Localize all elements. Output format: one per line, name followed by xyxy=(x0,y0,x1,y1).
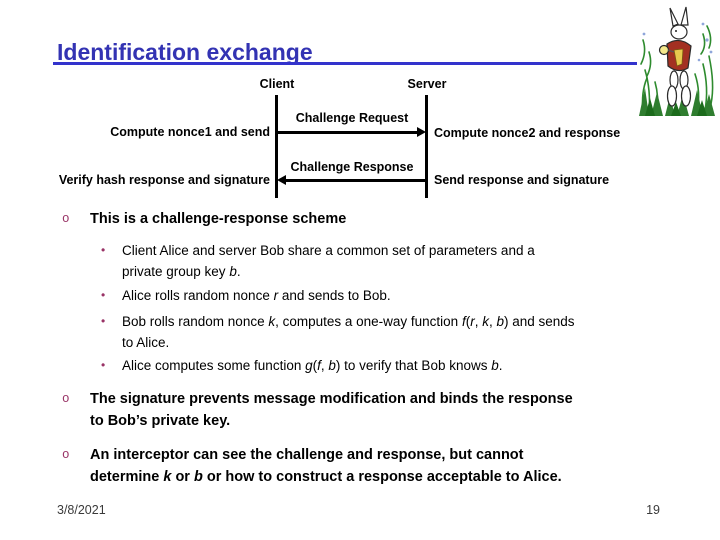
challenge-request-arrow xyxy=(277,130,419,134)
challenge-response-arrowhead xyxy=(277,175,286,185)
bullet-marker: o xyxy=(62,392,70,406)
challenge-request-arrowhead xyxy=(417,127,426,137)
footer-date: 3/8/2021 xyxy=(57,503,106,517)
bullet-level1-text: This is a challenge-response scheme xyxy=(90,211,347,227)
client-action-top: Compute nonce1 and send xyxy=(110,125,270,139)
sub-bullet-text: Alice rolls random nonce r and sends to … xyxy=(122,288,391,303)
challenge-request-label: Challenge Request xyxy=(295,111,409,125)
bullet-level1-text: An interceptor can see the challenge and… xyxy=(90,447,562,485)
white-rabbit-image xyxy=(639,6,715,116)
sub-bullet-marker: • xyxy=(101,314,106,328)
bullet-level1-text: The signature prevents message modificat… xyxy=(90,391,573,429)
diagram-server-label: Server xyxy=(407,77,447,91)
diagram-client-label: Client xyxy=(259,77,295,91)
server-action-bottom: Send response and signature xyxy=(434,173,610,187)
title-underline xyxy=(53,62,637,65)
sub-bullet-text: Client Alice and server Bob share a comm… xyxy=(122,243,535,279)
bullet-marker: o xyxy=(62,212,70,226)
server-action-top: Compute nonce2 and response xyxy=(434,126,621,140)
server-lifeline xyxy=(425,95,428,198)
challenge-response-label: Challenge Response xyxy=(290,160,414,174)
sub-bullet-text: Bob rolls random nonce k, computes a one… xyxy=(122,314,575,350)
sub-bullet-marker: • xyxy=(101,358,106,372)
sub-bullet-text: Alice computes some function g(f, b) to … xyxy=(122,358,503,373)
client-action-bottom: Verify hash response and signature xyxy=(58,173,270,187)
bullet-marker: o xyxy=(62,448,70,462)
footer-page-number: 19 xyxy=(646,503,660,517)
slide-title: Identification exchange xyxy=(57,39,313,65)
challenge-response-arrow xyxy=(285,178,426,182)
sub-bullet-marker: • xyxy=(101,243,106,257)
client-lifeline xyxy=(275,95,278,198)
sub-bullet-marker: • xyxy=(101,288,106,302)
